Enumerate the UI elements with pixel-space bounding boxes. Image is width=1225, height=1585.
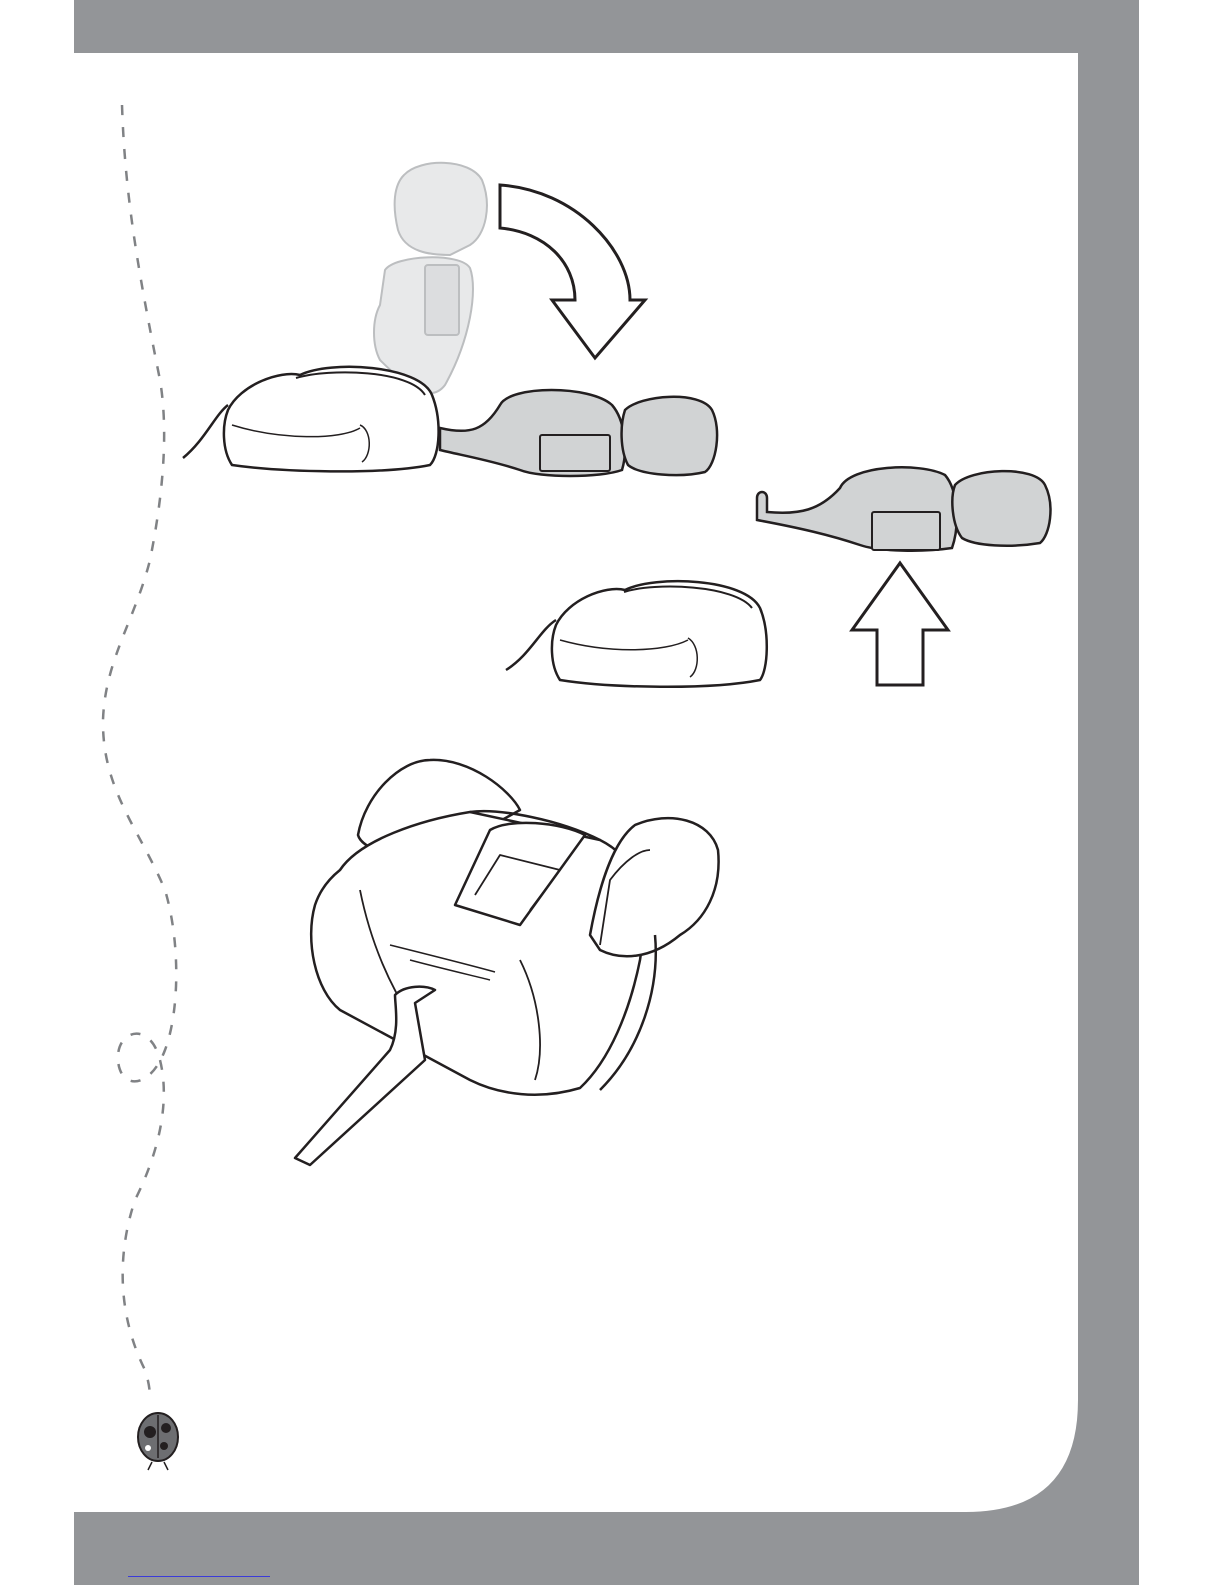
ladybug-icon (138, 1413, 178, 1470)
ghost-backrest (374, 163, 487, 393)
dashed-trail (103, 105, 176, 1400)
footer-link[interactable] (128, 1566, 270, 1577)
fold-down-arrow-icon (500, 185, 645, 358)
step-separate-parts (506, 467, 1050, 686)
page-frame (74, 0, 1139, 1585)
lift-up-arrow-icon (852, 563, 948, 685)
booster-seat-only (295, 760, 719, 1165)
step-remove-backrest (183, 163, 717, 476)
